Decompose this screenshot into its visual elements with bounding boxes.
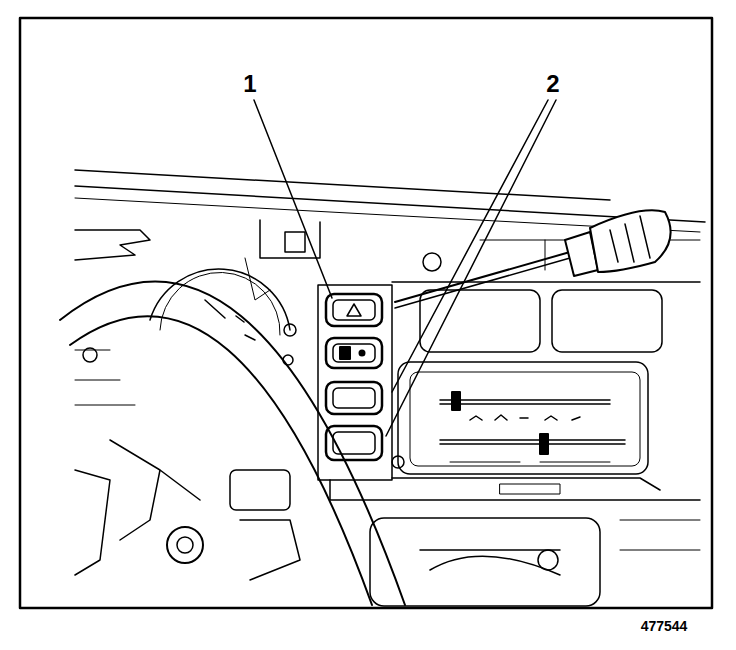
figure-number: 477544 xyxy=(641,619,688,633)
leader-line xyxy=(386,100,556,436)
leader-line xyxy=(392,100,548,392)
callout-number: 2 xyxy=(546,72,559,96)
leader-line xyxy=(254,100,332,298)
figure-frame xyxy=(20,18,712,608)
callout-number: 1 xyxy=(243,72,256,96)
